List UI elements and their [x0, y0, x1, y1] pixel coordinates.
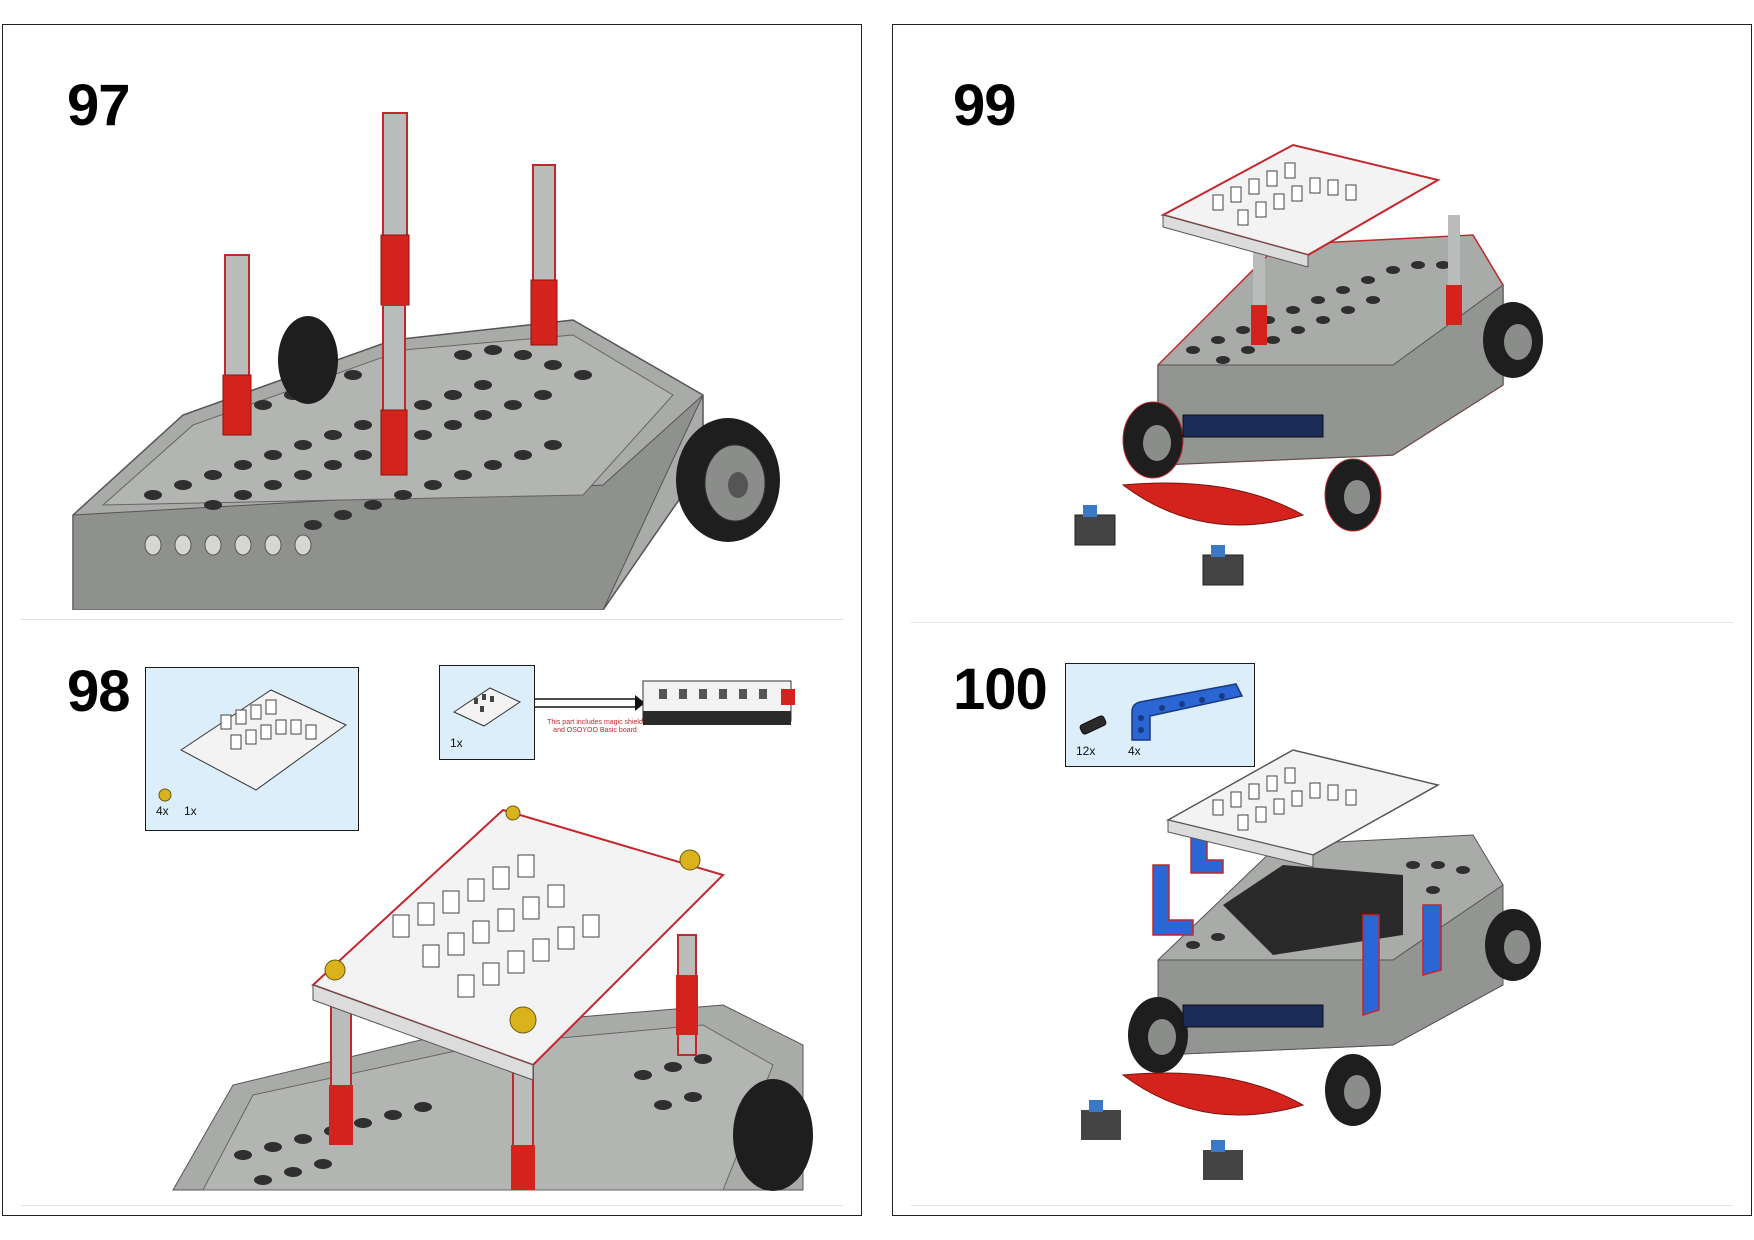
part-note-line: and OSOYOO Basic board: [553, 727, 637, 734]
callout-arrow: [535, 695, 645, 711]
axle-pin-icon: [222, 112, 558, 476]
part-qty: 12x: [1076, 744, 1096, 758]
liftarm-icon: [1131, 683, 1244, 741]
step-97-illustration: [72, 112, 780, 610]
step-divider: [21, 1205, 843, 1206]
step-divider: [911, 1205, 1733, 1206]
part-qty: 4x: [156, 804, 169, 818]
part-qty: 4x: [1128, 744, 1141, 758]
step-98-illustration: [172, 805, 813, 1191]
step-99-illustration: [1074, 143, 1543, 586]
step-100-illustration: [1081, 749, 1541, 1180]
connector-peg-icon: [158, 788, 172, 802]
step-number-97: 97: [67, 73, 131, 138]
part-note: This part includes magic shield and OSOY…: [535, 719, 655, 735]
step-number-99: 99: [953, 73, 1017, 138]
sub-assembly-callout-98: 1x: [439, 665, 535, 760]
shield-board-icon: [452, 687, 522, 727]
part-qty: 1x: [450, 736, 463, 750]
tire-icon: [676, 418, 780, 542]
instruction-page-left: 97: [2, 24, 862, 1216]
shield-board-icon: [642, 680, 795, 725]
step-number-100: 100: [953, 657, 1048, 722]
step-divider: [21, 619, 843, 620]
part-qty: 1x: [184, 804, 197, 818]
shield-board-icon: [180, 689, 347, 791]
parts-callout-100: 12x 4x: [1065, 663, 1255, 767]
part-note-line: This part includes magic shield: [547, 719, 643, 726]
instruction-page-right: 99 1: [892, 24, 1752, 1216]
step-divider: [911, 622, 1733, 623]
connector-peg-icon: [1079, 715, 1107, 735]
step-number-98: 98: [67, 659, 131, 724]
parts-callout-98: 4x 1x: [145, 667, 359, 831]
